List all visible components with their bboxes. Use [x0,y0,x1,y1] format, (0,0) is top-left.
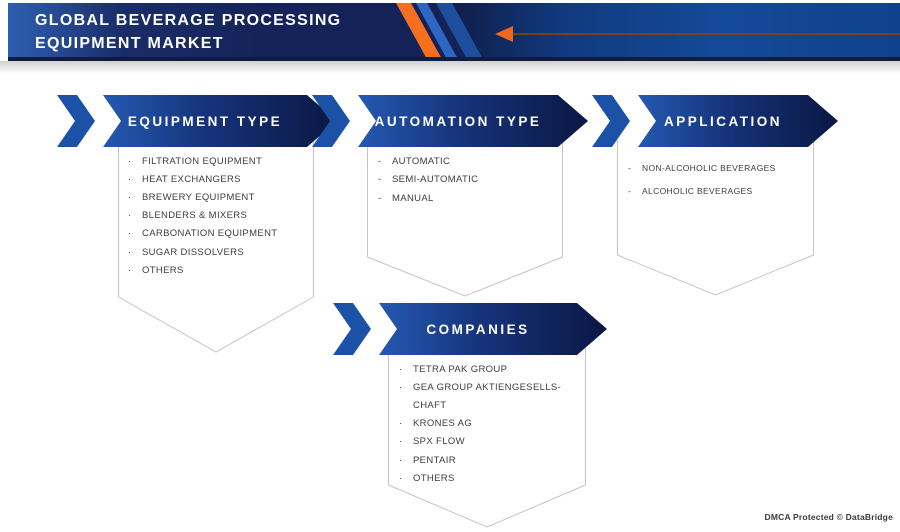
segment-banner-label: APPLICATION [664,114,782,129]
box-outline [367,140,563,297]
banner-chevron-tail [312,95,350,147]
banner-chevron-tail [333,303,371,355]
list-item-text: BLENDERS & MIXERS [142,210,248,222]
segment-box-companies [388,348,586,528]
list-item-text: CHAFT [413,399,447,411]
list-item: -ALCOHOLIC BEVERAGES [628,179,776,201]
list-item: · OTHERS [128,261,277,279]
segment-banner-application: APPLICATION [592,95,838,147]
list-item-text: SEMI-AUTOMATIC [392,174,479,186]
bullet-icon: - [628,185,632,196]
page-title-line2: EQUIPMENT MARKET [35,35,224,52]
list-item: · CARBONATION EQUIPMENT [128,225,277,243]
bullet-icon: - [378,174,382,186]
bullet-icon: - [378,192,382,204]
list-item-text: KRONES AG [413,418,473,430]
list-item: · BREWERY EQUIPMENT [128,188,277,206]
bullet-icon: · [128,264,132,276]
banner-arrow-body [638,95,838,147]
segment-banner-equipment-type: EQUIPMENT TYPE [57,95,337,147]
banner-arrow-body [358,95,588,147]
list-item-text: TETRA PAK GROUP [413,363,508,375]
list-item: · FILTRATION EQUIPMENT [128,152,277,170]
arrow-line [513,33,900,35]
orange-diagonal-stripe [396,3,443,61]
page-title-line1: GLOBAL BEVERAGE PROCESSING [35,12,342,29]
box-outline [118,140,314,353]
segment-list-companies: · TETRA PAK GROUP · GEA GROUP AKTIENGESELLS… [399,360,561,487]
medium-blue-diagonal-stripe [436,3,484,61]
list-item-text: SPX FLOW [413,436,465,448]
list-item-text: GEA GROUP AKTIENGESELLS- [413,381,562,393]
bullet-icon: · [128,246,132,258]
bullet-icon: · [128,191,132,203]
segment-box-equipment-type [118,140,314,353]
list-item-text: OTHERS [142,264,184,276]
banner-chevron-tail [57,95,95,147]
banner-arrow-body [379,303,607,355]
header-bottom-edge [8,57,900,61]
bullet-icon: · [399,472,403,484]
segment-banner-automation-type: AUTOMATION TYPE [312,95,588,147]
list-item-text: SUGAR DISSOLVERS [142,246,245,258]
segment-list-automation-type: -AUTOMATIC-SEMI-AUTOMATIC-MANUAL [378,152,478,208]
list-item: · SUGAR DISSOLVERS [128,243,277,261]
box-outline [617,140,814,296]
list-item-text: CARBONATION EQUIPMENT [142,228,278,240]
list-item: -AUTOMATIC [378,152,478,171]
list-item: · GEA GROUP AKTIENGESELLS- [399,378,561,396]
list-item: · SPX FLOW [399,433,561,451]
list-item-text: MANUAL [392,192,434,204]
bullet-icon: · [399,454,403,466]
bullet-icon: · [399,436,403,448]
list-item: -NON-ALCOHOLIC BEVERAGES [628,157,776,179]
light-blue-diagonal-stripe [416,3,459,61]
list-item-text: BREWERY EQUIPMENT [142,191,255,203]
bullet-icon: · [128,173,132,185]
segment-banner-label: EQUIPMENT TYPE [128,114,282,129]
bullet-icon: · [128,155,132,167]
list-item-text: FILTRATION EQUIPMENT [142,155,263,167]
bullet-icon: · [128,228,132,240]
segment-box-application [617,140,814,296]
header-blue-section [452,3,900,61]
list-item-text: ALCOHOLIC BEVERAGES [642,185,753,196]
list-item: · TETRA PAK GROUP [399,360,561,378]
segment-box-automation-type [367,140,563,297]
header-shadow [0,61,900,74]
segment-banner-companies: COMPANIES [333,303,607,355]
segment-banner-label: AUTOMATION TYPE [375,114,542,129]
banner-arrow-body [103,95,337,147]
segment-list-application: -NON-ALCOHOLIC BEVERAGES-ALCOHOLIC BEVER… [628,157,776,202]
bullet-icon: · [399,418,403,430]
left-arrowhead-icon [495,26,513,42]
bullet-icon: · [128,210,132,222]
bullet-icon: · [399,381,403,393]
list-item: · PENTAIR [399,451,561,469]
list-item: -SEMI-AUTOMATIC [378,171,478,190]
bullet-icon: - [378,155,382,167]
list-item-text: OTHERS [413,472,455,484]
page-title: GLOBAL BEVERAGE PROCESSING EQUIPMENT MAR… [35,9,341,55]
list-item: · BLENDERS & MIXERS [128,207,277,225]
list-item-text: PENTAIR [413,454,456,466]
list-item: · HEAT EXCHANGERS [128,170,277,188]
list-item-text: AUTOMATIC [392,155,451,167]
bullet-icon: · [399,363,403,375]
box-outline [388,348,586,528]
header-banner-graphic [8,3,900,61]
list-item: · OTHERS [399,469,561,487]
segment-banner-label: COMPANIES [426,322,529,337]
list-item: CHAFT [399,396,561,414]
list-item: -MANUAL [378,189,478,208]
banner-chevron-tail [592,95,630,147]
list-item-text: NON-ALCOHOLIC BEVERAGES [642,163,776,174]
list-item: · KRONES AG [399,415,561,433]
bullet-icon: - [628,163,632,174]
dmca-watermark: DMCA Protected © DataBridge [764,512,893,522]
segment-list-equipment-type: · FILTRATION EQUIPMENT · HEAT EXCHANGERS · BR… [128,152,277,279]
list-item-text: HEAT EXCHANGERS [142,173,241,185]
